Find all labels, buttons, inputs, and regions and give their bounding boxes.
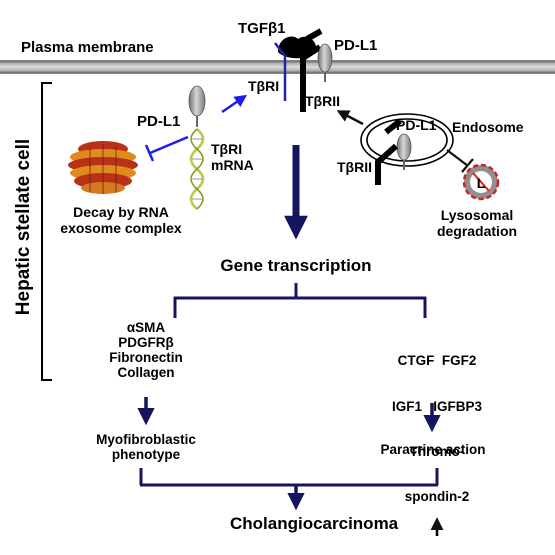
pdl1-cytoplasm-label: PD-L1 xyxy=(137,113,181,130)
tbri-mrna-label: TβRI mRNA xyxy=(211,141,254,173)
genes-ctgf-fgf2: CTGF FGF2 xyxy=(397,353,477,369)
cell-bracket xyxy=(41,82,52,381)
exosome-decay-line1: Decay by RNA xyxy=(73,204,169,220)
gene-asma: αSMA xyxy=(126,320,166,335)
tbri-membrane-label: TβRI xyxy=(248,78,280,94)
inhibit-lysosome-arrow xyxy=(446,149,474,173)
gene-collagen: Collagen xyxy=(117,365,175,381)
tbri-mrna-helix xyxy=(189,128,205,210)
translation-arrow xyxy=(221,94,248,114)
pdl1-membrane-icon xyxy=(317,43,333,82)
cholangiocarcinoma-label: Cholangiocarcinoma xyxy=(230,514,399,533)
myofibro-line2: phenotype xyxy=(111,447,181,463)
convergence-bracket xyxy=(139,468,439,511)
pdl1-endosome-label: PD-L1 xyxy=(396,117,437,133)
gene-transcription-label: Gene transcription xyxy=(220,256,372,275)
lysosomal-line1: Lysosomal xyxy=(440,207,514,223)
plasma-membrane-label: Plasma membrane xyxy=(21,39,154,56)
inhibit-exosome-arrow xyxy=(144,135,189,162)
recycling-arrow xyxy=(336,110,364,126)
tbrii-membrane-label: TβRII xyxy=(305,93,340,109)
tbrii-membrane-receptor xyxy=(300,44,322,112)
myofibro-gene-list: αSMA PDGFRβ Fibronectin Collagen xyxy=(86,320,206,380)
gene-thrombospondin-part1: Thromo- xyxy=(409,443,465,459)
pdl1-membrane-label: PD-L1 xyxy=(334,37,378,54)
lysosome-mark: L xyxy=(477,175,486,191)
tbrii-endosome-receptor xyxy=(375,143,398,185)
gene-thrombospondin-part2: spondin-2 xyxy=(404,489,470,505)
lysosome-icon xyxy=(462,163,500,201)
paracrine-action-label: Paracrine action xyxy=(380,442,486,457)
genes-igf1-igfbp3: IGF1 IGFBP3 xyxy=(391,398,483,414)
gene-fibronectin: Fibronectin xyxy=(109,350,183,366)
tbri-mrna-label-line1: TβRI xyxy=(211,141,243,157)
tbrii-endosome-label: TβRII xyxy=(337,159,372,175)
pdl1-cytoplasm-icon xyxy=(188,85,206,127)
pdl1-endosome-icon xyxy=(396,133,412,170)
myofibroblastic-phenotype-label: Myofibroblastic phenotype xyxy=(60,432,232,462)
tgfb1-label: TGFβ1 xyxy=(238,20,286,37)
paracrine-gene-list: CTGF FGF2 IGF1 IGFBP3 Thromo- spondin-2 xyxy=(364,323,510,519)
tbri-mrna-label-line2: mRNA xyxy=(211,156,254,173)
gene-branch-bracket xyxy=(173,283,427,318)
lysosomal-degradation-label: Lysosomal degradation xyxy=(418,207,536,239)
exosome-decay-line2: exosome complex xyxy=(60,219,182,236)
exosome-decay-label: Decay by RNA exosome complex xyxy=(46,204,196,236)
rna-exosome-complex-icon xyxy=(68,141,138,194)
endosome-label: Endosome xyxy=(452,119,524,135)
myofibro-line1: Myofibroblastic xyxy=(96,432,196,447)
plasma-membrane xyxy=(0,60,555,74)
gene-pdgfrb: PDGFRβ xyxy=(118,335,174,351)
hepatic-stellate-cell-label: Hepatic stellate cell xyxy=(13,138,34,316)
tbri-membrane-receptor xyxy=(274,42,287,101)
lysosomal-line2: degradation xyxy=(436,222,518,239)
